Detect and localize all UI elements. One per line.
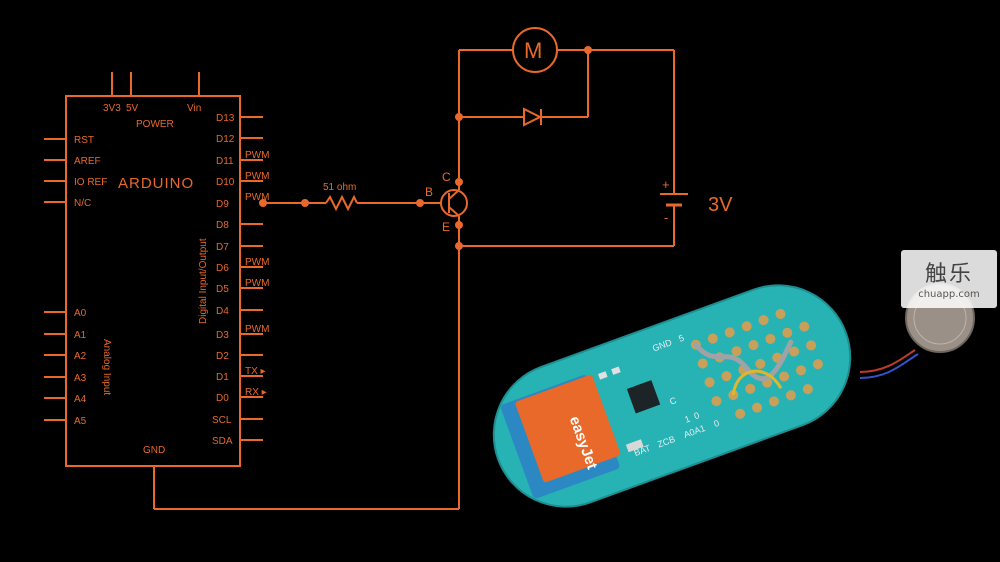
pcb-solder-wire	[693, 339, 794, 382]
junction-d9	[259, 199, 267, 207]
watermark-url: chuapp.com	[918, 289, 980, 300]
collector-label: C	[442, 170, 451, 184]
pwm-label-d10: PWM	[245, 171, 269, 182]
transistor-symbol	[440, 189, 468, 217]
junction-base	[416, 199, 424, 207]
pin-label-d1: D1	[216, 372, 229, 383]
pin-label-ioref: IO REF	[74, 177, 107, 188]
pcb-pads	[690, 308, 823, 419]
pin-label-a4: A4	[74, 394, 87, 405]
arduino-board	[44, 72, 263, 467]
pcb-silk-0b: 0	[713, 418, 721, 429]
pin-label-scl: SCL	[212, 415, 232, 426]
pin-label-3v3: 3V3	[103, 103, 121, 114]
circuit-wires	[153, 27, 688, 510]
motor-wire-blue	[859, 353, 919, 379]
pcb-silk-0: 0	[693, 410, 701, 421]
motor-wire-red	[859, 349, 916, 373]
arduino-brand: ARDUINO	[118, 175, 194, 192]
pwm-label-d3: PWM	[245, 324, 269, 335]
pcb-silk-5: 5	[677, 333, 685, 344]
analog-input-label: Analog Input	[101, 339, 112, 395]
motor-label: M	[524, 38, 542, 63]
pin-label-d2: D2	[216, 351, 229, 362]
diode-symbol	[523, 107, 543, 127]
pin-label-d12: D12	[216, 134, 235, 145]
pin-label-d7: D7	[216, 242, 229, 253]
gnd-label: GND	[143, 445, 165, 456]
pin-label-d13: D13	[216, 113, 235, 124]
pin-label-a3: A3	[74, 373, 87, 384]
pwm-label-d9: PWM	[245, 192, 269, 203]
pin-label-sda: SDA	[212, 436, 233, 447]
pin-label-d11: D11	[216, 156, 234, 167]
pin-label-vin: Vin	[187, 103, 201, 114]
pin-label-a2: A2	[74, 351, 87, 362]
pcb-silk-1: 1	[683, 414, 691, 425]
pcb-crystal	[625, 439, 644, 453]
pin-label-rst: RST	[74, 135, 94, 146]
pwm-label-d5: PWM	[245, 278, 269, 289]
battery-voltage-label: 3V	[708, 194, 733, 216]
pin-label-d8: D8	[216, 220, 229, 231]
junction-collector	[455, 178, 463, 186]
rx-label: RX ▸	[245, 387, 267, 398]
watermark-title: 触乐	[924, 262, 973, 287]
arduino-labels: 3V3 5V Vin POWER RST AREF IO REF N/C ARD…	[74, 103, 269, 456]
pin-label-a1: A1	[74, 330, 87, 341]
junction-diode-right	[584, 46, 592, 54]
digital-io-label: Digital Input/Output	[198, 238, 209, 324]
battery-minus-label: -	[664, 210, 668, 225]
pin-label-nc: N/C	[74, 198, 91, 209]
pin-label-d3: D3	[216, 330, 229, 341]
pcb-chip	[626, 380, 661, 414]
pcb-silk-c: C	[668, 395, 678, 407]
circuit-labels: 51 ohm B C E M + - 3V	[323, 38, 733, 234]
pwm-label-d6: PWM	[245, 257, 269, 268]
battery-plus-label: +	[662, 177, 670, 192]
pin-label-d6: D6	[216, 263, 229, 274]
junctions	[259, 46, 592, 250]
pin-label-d4: D4	[216, 306, 229, 317]
base-label: B	[425, 185, 433, 199]
resistor-symbol	[325, 194, 358, 212]
pin-label-5v: 5V	[126, 103, 139, 114]
pin-label-a5: A5	[74, 416, 87, 427]
resistor-label: 51 ohm	[323, 182, 356, 193]
junction-diode-left	[455, 113, 463, 121]
junction-resistor-in	[301, 199, 309, 207]
emitter-label: E	[442, 220, 450, 234]
transistor-emitter-leg	[448, 206, 460, 217]
pcb-photo: easyJet GND 5 C 1 0 A0A1 0 ZCB BAT	[492, 284, 852, 508]
junction-ground	[455, 242, 463, 250]
pcb-yellow-wire	[731, 369, 783, 396]
arduino-outline	[65, 95, 241, 467]
tx-label: TX ▸	[245, 366, 266, 377]
transistor-collector-leg	[448, 189, 460, 200]
pin-label-d0: D0	[216, 393, 229, 404]
pin-label-a0: A0	[74, 308, 87, 319]
watermark: 触乐 chuapp.com	[901, 250, 997, 308]
pwm-label-d11: PWM	[245, 150, 269, 161]
pin-label-d10: D10	[216, 177, 235, 188]
pin-label-d9: D9	[216, 199, 229, 210]
power-label: POWER	[136, 119, 174, 130]
junction-emitter	[455, 221, 463, 229]
pin-label-d5: D5	[216, 284, 229, 295]
pin-label-aref: AREF	[74, 156, 101, 167]
easyjet-sticker	[515, 374, 621, 483]
